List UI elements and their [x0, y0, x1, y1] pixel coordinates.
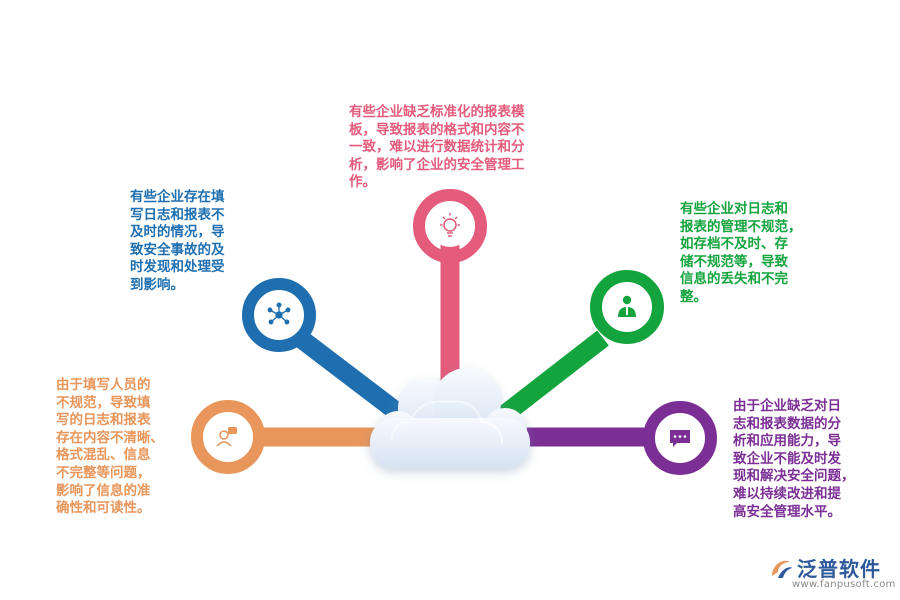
- branch-upleft: [242, 278, 411, 426]
- ring-upright: [590, 270, 664, 344]
- brand-logo[interactable]: 泛普软件 www.fanpusoft.com: [768, 553, 896, 597]
- note-left: 由于填写人员的 不规范，导致填 写的日志和报表 存在内容不清晰、 格式混乱、信息…: [56, 377, 164, 517]
- note-top: 有些企业缺乏标准化的报表模 板，导致报表的格式和内容不 一致，难以进行数据统计和…: [349, 104, 525, 191]
- brand-name: 泛普软件: [797, 557, 881, 581]
- ring-upleft: [242, 278, 316, 352]
- fanpu-logo-icon: [772, 560, 792, 578]
- ring-right: [643, 401, 717, 475]
- connector-upleft: [294, 330, 411, 426]
- branch-upright: [494, 270, 664, 426]
- branch-left: [191, 400, 395, 474]
- lightbulb-icon: [440, 213, 460, 237]
- cloud-icon: [370, 368, 530, 468]
- connector-upright: [494, 330, 609, 426]
- branch-right: [505, 401, 717, 475]
- user-chat-icon: [216, 427, 237, 447]
- person-icon: [618, 295, 636, 317]
- ring-top: [413, 189, 487, 263]
- brand-url[interactable]: www.fanpusoft.com: [792, 579, 896, 590]
- note-upright: 有些企业对日志和 报表的管理不规范， 如存档不及时、存 储不规范等，导致 信息的…: [680, 201, 802, 305]
- branch-top: [413, 189, 487, 395]
- note-upleft: 有些企业存在填 写日志和报表不 及时的情况，导 致安全事故的及 时发现和处理受 …: [130, 189, 225, 293]
- chat-bubble-icon: [670, 430, 690, 447]
- ring-left: [191, 400, 265, 474]
- note-right: 由于企业缺乏对日 志和报表数据的分 析和应用能力，导 致企业不能及时发 现和解决…: [733, 398, 855, 520]
- network-icon: [267, 302, 291, 325]
